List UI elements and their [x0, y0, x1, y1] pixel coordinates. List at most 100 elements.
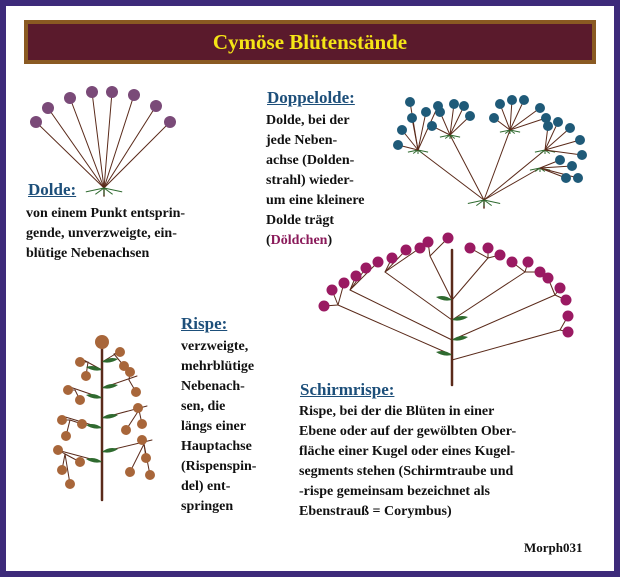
dolde-bract	[103, 187, 123, 193]
rispe-heading: Rispe:	[181, 314, 228, 333]
dolde-flower	[128, 89, 140, 101]
schirmrispe-flower	[360, 262, 372, 274]
schirmrispe-branch	[349, 289, 453, 341]
doeldchen-ray	[509, 117, 547, 131]
dolde-ray	[91, 91, 105, 189]
doppeldolde-description: Dolde, bei der jede Neben- achse (Dolden…	[266, 111, 365, 251]
doppeldolde-flower	[541, 113, 551, 123]
doeldchen-ray	[509, 99, 525, 131]
doppeldolde-bract	[467, 199, 485, 204]
dolde-ray	[69, 97, 105, 189]
dolde-illustration	[30, 86, 176, 197]
rispe-bract-leaf	[102, 384, 118, 389]
rispe-flower	[119, 361, 129, 371]
doppeldolde-flower	[489, 113, 499, 123]
rispe-flower	[137, 435, 147, 445]
doeldchen-bract	[417, 149, 424, 154]
doppeldolde-primary-ray	[449, 134, 485, 201]
doeldchen-ray	[539, 165, 573, 169]
schirmrispe-pedicel	[349, 261, 379, 291]
doppeldolde-flower	[421, 107, 431, 117]
rispe-flower	[131, 387, 141, 397]
doppeldolde-flower	[553, 117, 563, 127]
schirmrispe-flower	[326, 284, 338, 296]
doppeldolde-flower	[561, 173, 571, 183]
dolde-ray	[103, 91, 113, 189]
dolde-ray	[35, 121, 105, 189]
rispe-flower	[57, 465, 67, 475]
doppeldolde-paren-open: (	[266, 233, 271, 248]
doppeldolde-flower	[449, 99, 459, 109]
doppeldolde-flower	[507, 95, 517, 105]
doppeldolde-flower	[405, 97, 415, 107]
schirmrispe-flower	[386, 252, 398, 264]
doppeldolde-flower	[435, 107, 445, 117]
schirmrispe-flower	[372, 256, 384, 268]
schirmrispe-bract-leaf	[452, 336, 468, 341]
dolde-flower	[164, 116, 176, 128]
doeldchen-bract	[449, 134, 461, 138]
doeldchen-ray	[544, 139, 581, 151]
rispe-bract-leaf	[86, 458, 102, 463]
doeldchen-bract	[407, 149, 419, 153]
doeldchen-ray	[417, 111, 427, 151]
rispe-flower	[75, 395, 85, 405]
dolde-flower	[30, 116, 42, 128]
doppeldolde-flower	[393, 140, 403, 150]
schirmrispe-flower	[542, 272, 554, 284]
dolde-bract	[103, 187, 113, 195]
rispe-bract-leaf	[102, 358, 118, 363]
rispe-bract-leaf	[102, 414, 118, 419]
doppeldolde-flower	[427, 121, 437, 131]
doeldchen-ray	[544, 121, 559, 151]
rispe-bract-leaf	[86, 424, 102, 429]
doppeldolde-flower	[407, 113, 417, 123]
doeldchen-bract	[509, 129, 521, 133]
rispe-flower	[63, 385, 73, 395]
schirmrispe-bract-leaf	[436, 296, 452, 301]
doppeldolde-flower	[535, 103, 545, 113]
schirmrispe-flower	[464, 242, 476, 254]
dolde-flower	[106, 86, 118, 98]
doppeldolde-flower	[519, 95, 529, 105]
doeldchen-ray	[544, 127, 571, 151]
doppeldolde-primary-ray	[483, 167, 541, 201]
schirmrispe-flower	[350, 270, 362, 282]
doppeldolde-flower	[565, 123, 575, 133]
doppeldolde-primary-ray	[417, 149, 485, 201]
schirmrispe-branch	[337, 304, 453, 356]
rispe-flower	[61, 431, 71, 441]
schirmrispe-flower	[560, 294, 572, 306]
doeldchen-bract	[449, 134, 456, 139]
doppeldolde-flower	[575, 135, 585, 145]
doeldchen-bract	[509, 129, 516, 134]
schirmrispe-flower	[562, 326, 574, 338]
dolde-flower	[42, 102, 54, 114]
doppeldolde-illustration	[393, 95, 587, 209]
doppeldolde-flower	[555, 155, 565, 165]
rispe-flower	[145, 470, 155, 480]
rispe-flower	[121, 425, 131, 435]
rispe-flower	[137, 419, 147, 429]
author-credit: Morph031	[524, 540, 583, 555]
schirmrispe-flower	[338, 277, 350, 289]
doppeldolde-primary-ray	[483, 149, 546, 201]
doppeldolde-bract	[476, 199, 485, 207]
doeldchen-term: Döldchen	[270, 233, 328, 248]
schirmrispe-flower	[506, 256, 518, 268]
doppeldolde-paren-close: )	[327, 233, 333, 248]
dolde-bract	[95, 187, 105, 195]
rispe-flower	[65, 479, 75, 489]
page-title: Cymöse Blütenstände	[212, 30, 408, 54]
schirmrispe-branch	[451, 271, 526, 321]
schirmrispe-heading: Schirmrispe:	[300, 380, 395, 399]
doeldchen-ray	[449, 103, 455, 136]
schirmrispe-flower	[442, 232, 454, 244]
rispe-flower	[141, 453, 151, 463]
schirmrispe-flower	[554, 282, 566, 294]
rispe-illustration	[53, 335, 155, 502]
doppeldolde-flower	[465, 111, 475, 121]
schirmrispe-pedicel	[384, 247, 421, 273]
